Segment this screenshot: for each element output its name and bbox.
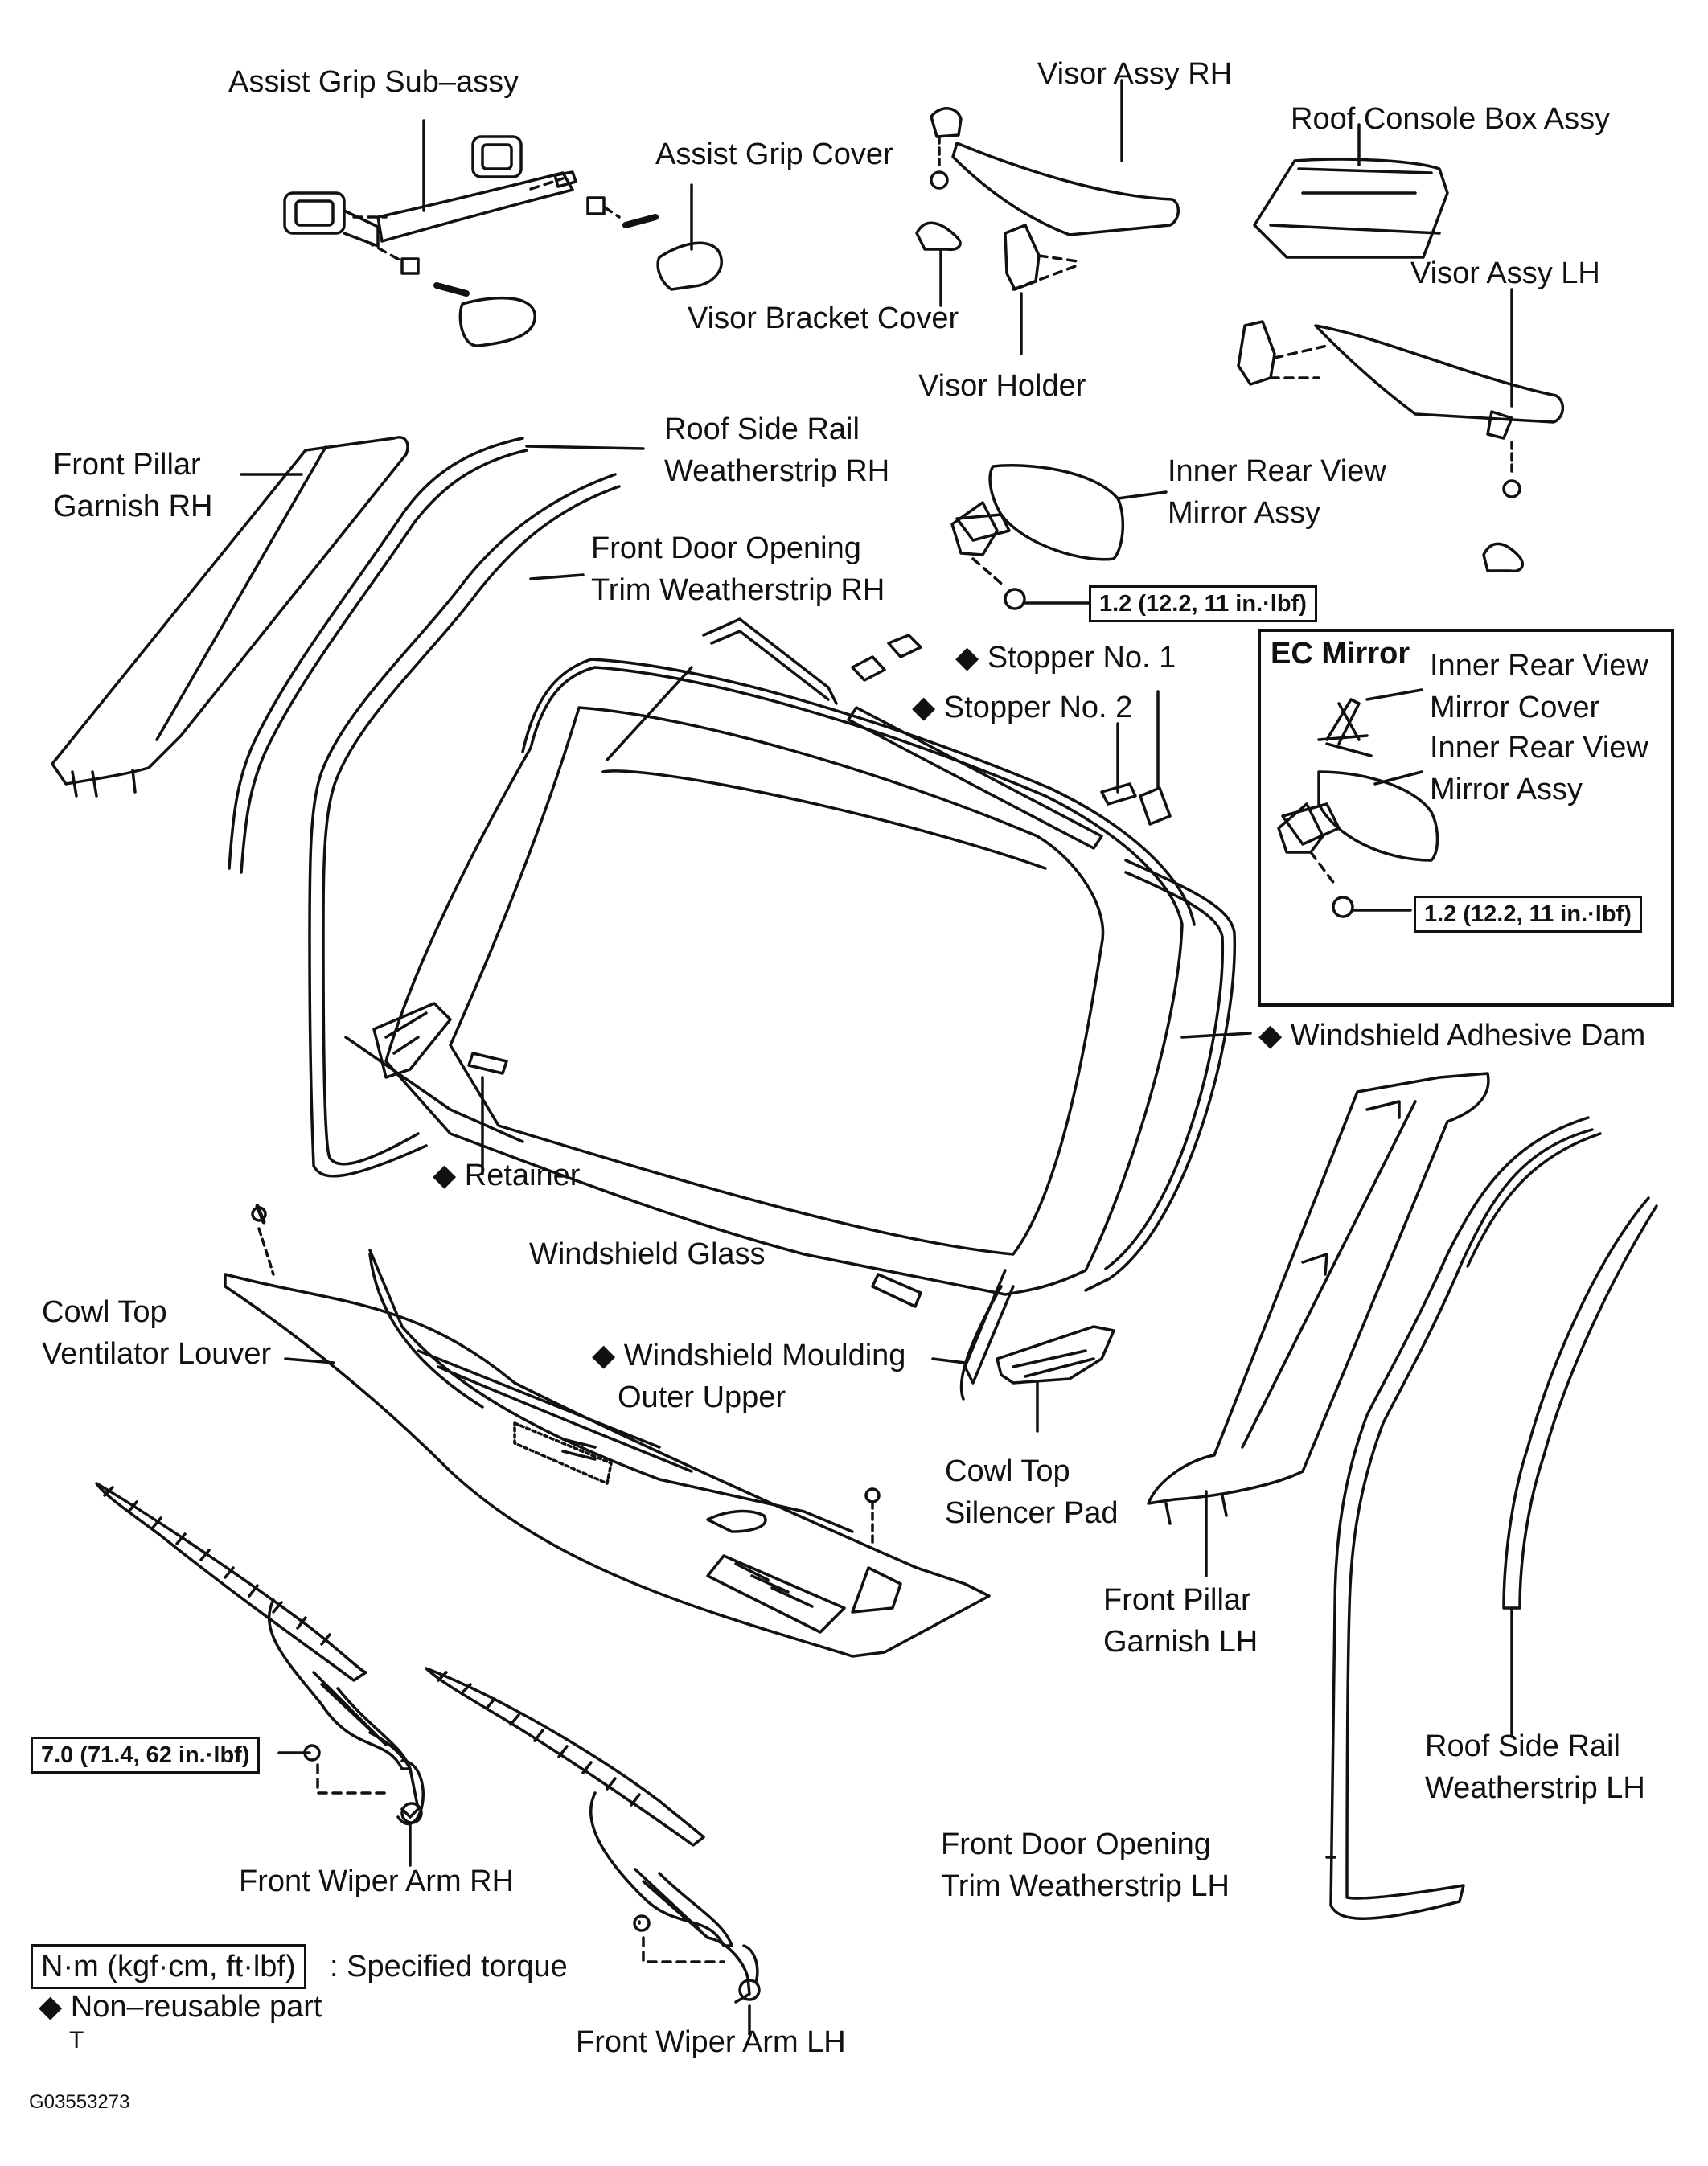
assist-grip-drawing bbox=[283, 119, 723, 347]
label-cowl-silencer-2: Silencer Pad bbox=[945, 1496, 1119, 1530]
retainers-drawing bbox=[372, 1002, 922, 1308]
legend-torque-box: N·m (kgf·cm, ft·lbf) bbox=[31, 1944, 306, 1989]
front-wiper-arm-lh-drawing bbox=[425, 1667, 761, 2036]
non-reusable-mark: ◆ bbox=[1258, 1019, 1283, 1052]
label-front-door-trim-rh-1: Front Door Opening bbox=[591, 531, 861, 565]
label-roof-side-rail-rh-2: Weatherstrip RH bbox=[664, 454, 890, 488]
label-front-wiper-arm-lh: Front Wiper Arm LH bbox=[576, 2025, 846, 2059]
non-reusable-mark: ◆ bbox=[39, 1990, 63, 2024]
label-front-door-trim-lh-2: Trim Weatherstrip LH bbox=[941, 1869, 1230, 1903]
label-inner-mirror-1: Inner Rear View bbox=[1168, 454, 1386, 488]
label-front-pillar-garnish-lh-2: Garnish LH bbox=[1103, 1625, 1258, 1659]
ec-mirror-drawing bbox=[1277, 688, 1439, 918]
torque-mirror: 1.2 (12.2, 11 in.·lbf) bbox=[1089, 585, 1317, 622]
cowl-louver-drawing bbox=[224, 1204, 991, 1658]
non-reusable-mark: ◆ bbox=[433, 1159, 457, 1192]
visor-rh-drawing bbox=[915, 79, 1180, 355]
label-windshield-adhesive-dam-text: Windshield Adhesive Dam bbox=[1290, 1019, 1646, 1052]
label-assist-grip-sub-assy: Assist Grip Sub–assy bbox=[228, 65, 519, 99]
adhesive-dam-drawing bbox=[931, 859, 1252, 1401]
label-inner-mirror-2: Mirror Assy bbox=[1168, 496, 1320, 530]
label-stopper-no-2-text: Stopper No. 2 bbox=[943, 691, 1133, 724]
label-retainer: ◆ Retainer bbox=[433, 1155, 580, 1196]
label-windshield-adhesive-dam: ◆ Windshield Adhesive Dam bbox=[1258, 1015, 1645, 1056]
label-cowl-top-louver-1: Cowl Top bbox=[42, 1295, 167, 1329]
label-ec-mirror-cover-1: Inner Rear View bbox=[1430, 649, 1648, 683]
label-cowl-top-louver-2: Ventilator Louver bbox=[42, 1337, 272, 1371]
label-ec-mirror-assy-2: Mirror Assy bbox=[1430, 773, 1583, 806]
label-roof-console-box-assy: Roof Console Box Assy bbox=[1291, 102, 1611, 136]
label-windshield-moulding-1: ◆ Windshield Moulding bbox=[592, 1335, 905, 1376]
label-visor-assy-rh: Visor Assy RH bbox=[1037, 57, 1233, 91]
visor-lh-drawing bbox=[1237, 288, 1564, 573]
non-reusable-mark: ◆ bbox=[912, 691, 936, 724]
label-roof-side-rail-rh-1: Roof Side Rail bbox=[664, 412, 860, 446]
non-reusable-mark: ◆ bbox=[955, 641, 979, 675]
weatherstrips-rh-drawing bbox=[228, 437, 645, 1178]
label-ec-mirror-assy-1: Inner Rear View bbox=[1430, 731, 1648, 765]
legend-non-reusable-text: Non–reusable part bbox=[70, 1990, 322, 2024]
torque-ec-mirror: 1.2 (12.2, 11 in.·lbf) bbox=[1414, 896, 1642, 933]
label-front-door-trim-lh-1: Front Door Opening bbox=[941, 1828, 1211, 1861]
label-front-wiper-arm-rh: Front Wiper Arm RH bbox=[239, 1864, 515, 1898]
label-front-pillar-garnish-rh-2: Garnish RH bbox=[53, 490, 213, 523]
legend-tightening-mark: T bbox=[69, 2027, 84, 2053]
label-roof-side-rail-lh-1: Roof Side Rail bbox=[1425, 1729, 1620, 1763]
windshield-glass-drawing bbox=[344, 658, 1196, 1296]
label-windshield-moulding-text: Windshield Moulding bbox=[623, 1339, 906, 1372]
label-front-pillar-garnish-lh-1: Front Pillar bbox=[1103, 1583, 1251, 1617]
label-retainer-text: Retainer bbox=[464, 1159, 581, 1192]
label-stopper-no-2: ◆ Stopper No. 2 bbox=[912, 687, 1132, 728]
label-stopper-no-1: ◆ Stopper No. 1 bbox=[955, 637, 1176, 679]
front-wiper-arm-rh-drawing bbox=[95, 1482, 425, 1867]
front-pillar-garnish-lh-drawing bbox=[1147, 1072, 1490, 1577]
label-assist-grip-cover: Assist Grip Cover bbox=[655, 137, 893, 171]
front-pillar-garnish-rh-drawing bbox=[51, 436, 409, 798]
non-reusable-mark: ◆ bbox=[592, 1339, 616, 1372]
legend-torque-desc: : Specified torque bbox=[330, 1950, 568, 1983]
label-front-pillar-garnish-rh-1: Front Pillar bbox=[53, 448, 201, 482]
label-ec-mirror-cover-2: Mirror Cover bbox=[1430, 691, 1600, 724]
label-front-door-trim-rh-2: Trim Weatherstrip RH bbox=[591, 573, 885, 607]
inner-mirror-drawing bbox=[950, 464, 1168, 610]
silencer-pad-drawing bbox=[996, 1325, 1115, 1433]
label-windshield-glass: Windshield Glass bbox=[529, 1237, 766, 1271]
torque-wiper: 7.0 (71.4, 62 in.·lbf) bbox=[31, 1737, 261, 1774]
stoppers-drawing bbox=[702, 617, 1172, 850]
label-visor-assy-lh: Visor Assy LH bbox=[1410, 256, 1600, 290]
label-visor-bracket-cover: Visor Bracket Cover bbox=[688, 302, 959, 335]
label-windshield-moulding-2: Outer Upper bbox=[618, 1380, 786, 1414]
legend-non-reusable: ◆ Non–reusable part bbox=[39, 1986, 322, 2028]
figure-code: G03553273 bbox=[29, 2091, 130, 2113]
roof-console-drawing bbox=[1253, 123, 1449, 259]
label-cowl-silencer-1: Cowl Top bbox=[945, 1454, 1070, 1488]
label-stopper-no-1-text: Stopper No. 1 bbox=[987, 641, 1176, 675]
label-roof-side-rail-lh-2: Weatherstrip LH bbox=[1425, 1771, 1645, 1805]
label-visor-holder: Visor Holder bbox=[918, 369, 1086, 403]
ec-mirror-title: EC Mirror bbox=[1271, 637, 1410, 671]
ec-mirror-inset: EC Mirror Inner Rear View Mirror Cover I… bbox=[1258, 629, 1674, 1007]
weatherstrips-lh-drawing bbox=[1325, 1116, 1658, 1920]
